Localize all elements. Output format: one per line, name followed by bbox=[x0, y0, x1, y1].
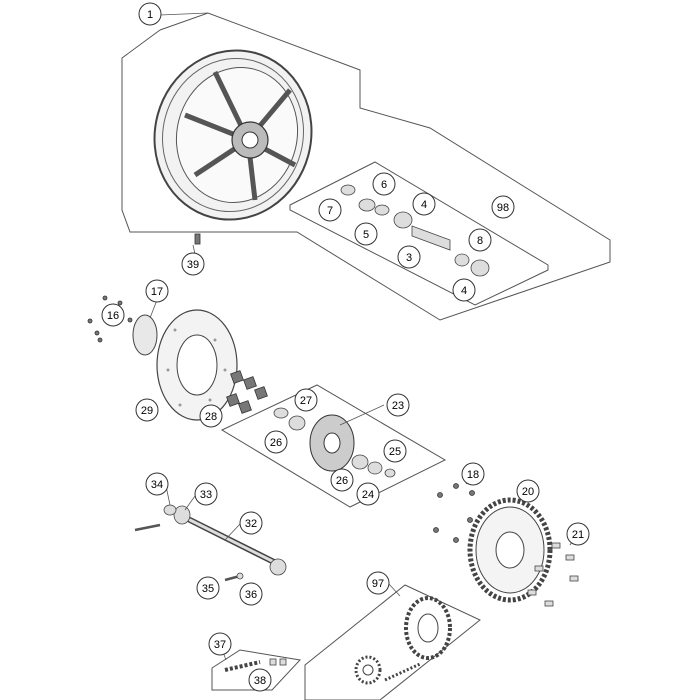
svg-text:28: 28 bbox=[205, 411, 217, 423]
svg-text:7: 7 bbox=[327, 205, 333, 217]
damper-rubbers bbox=[226, 370, 268, 414]
callout-8: 8 bbox=[468, 228, 492, 252]
callout-21: 21 bbox=[566, 522, 590, 546]
svg-text:26: 26 bbox=[336, 475, 348, 487]
callout-38: 38 bbox=[248, 668, 272, 692]
svg-text:24: 24 bbox=[362, 489, 374, 501]
callout-25: 25 bbox=[383, 439, 407, 463]
svg-text:4: 4 bbox=[461, 285, 467, 297]
callout-6: 6 bbox=[372, 172, 396, 196]
callout-16: 16 bbox=[101, 303, 125, 327]
sprocket-carrier-hub bbox=[273, 407, 396, 478]
callout-1: 1 bbox=[138, 2, 162, 26]
svg-text:4: 4 bbox=[421, 199, 427, 211]
callout-27: 27 bbox=[294, 388, 318, 412]
axle-kit-frame bbox=[289, 161, 549, 306]
callout-33: 33 bbox=[194, 482, 218, 506]
sprocket-screws bbox=[527, 542, 579, 607]
callout-39: 39 bbox=[181, 252, 205, 276]
callout-29: 29 bbox=[135, 398, 159, 422]
svg-text:97: 97 bbox=[372, 578, 384, 590]
callout-17: 17 bbox=[145, 279, 169, 303]
callout-26-right: 26 bbox=[330, 468, 354, 492]
callout-23: 23 bbox=[386, 393, 410, 417]
callout-32: 32 bbox=[239, 511, 263, 535]
svg-text:27: 27 bbox=[300, 395, 312, 407]
svg-text:98: 98 bbox=[497, 202, 509, 214]
callout-24: 24 bbox=[356, 482, 380, 506]
callout-37: 37 bbox=[208, 632, 232, 656]
rear-wheel bbox=[153, 49, 313, 221]
svg-text:1: 1 bbox=[147, 9, 153, 21]
svg-text:25: 25 bbox=[389, 446, 401, 458]
rear-axle bbox=[134, 504, 287, 576]
svg-text:36: 36 bbox=[245, 589, 257, 601]
callout-97: 97 bbox=[366, 571, 390, 595]
svg-text:34: 34 bbox=[151, 479, 163, 491]
callout-18: 18 bbox=[461, 462, 485, 486]
chain-joint bbox=[224, 658, 287, 672]
svg-text:16: 16 bbox=[107, 310, 119, 322]
svg-text:39: 39 bbox=[187, 259, 199, 271]
wheel-group-frame bbox=[121, 12, 611, 321]
svg-text:3: 3 bbox=[406, 252, 412, 264]
svg-text:38: 38 bbox=[254, 675, 266, 687]
brake-disc bbox=[156, 309, 238, 421]
callout-20: 20 bbox=[516, 479, 540, 503]
svg-text:20: 20 bbox=[522, 486, 534, 498]
callout-98: 98 bbox=[491, 195, 515, 219]
callout-28: 28 bbox=[199, 404, 223, 428]
callout-4-lower: 4 bbox=[452, 278, 476, 302]
svg-text:23: 23 bbox=[392, 400, 404, 412]
hub-group-frame bbox=[220, 384, 447, 508]
svg-text:32: 32 bbox=[245, 518, 257, 530]
svg-text:8: 8 bbox=[477, 235, 483, 247]
callout-7: 7 bbox=[318, 198, 342, 222]
callout-26-left: 26 bbox=[264, 430, 288, 454]
callout-34: 34 bbox=[145, 472, 169, 496]
svg-text:26: 26 bbox=[270, 437, 282, 449]
callout-3: 3 bbox=[397, 245, 421, 269]
chain-joint-frame bbox=[211, 649, 302, 691]
svg-text:35: 35 bbox=[202, 583, 214, 595]
svg-text:17: 17 bbox=[151, 286, 163, 298]
callout-4-upper: 4 bbox=[412, 192, 436, 216]
axle-screw-35 bbox=[224, 572, 244, 582]
sprocket-nuts bbox=[433, 483, 475, 543]
svg-text:37: 37 bbox=[214, 639, 226, 651]
callout-36: 36 bbox=[239, 582, 263, 606]
chain-kit-sprocket bbox=[354, 596, 452, 685]
svg-text:21: 21 bbox=[572, 529, 584, 541]
chain-kit-frame bbox=[304, 584, 481, 700]
svg-text:29: 29 bbox=[141, 405, 153, 417]
svg-text:6: 6 bbox=[381, 179, 387, 191]
callout-35: 35 bbox=[196, 576, 220, 600]
valve-part bbox=[194, 233, 201, 245]
rear-sprocket bbox=[467, 497, 553, 603]
svg-text:5: 5 bbox=[363, 229, 369, 241]
svg-text:33: 33 bbox=[200, 489, 212, 501]
svg-text:18: 18 bbox=[467, 469, 479, 481]
axle-kit-parts bbox=[340, 184, 490, 277]
disc-adapter bbox=[132, 314, 158, 356]
screws-group-16 bbox=[87, 295, 133, 343]
callout-5: 5 bbox=[354, 222, 378, 246]
